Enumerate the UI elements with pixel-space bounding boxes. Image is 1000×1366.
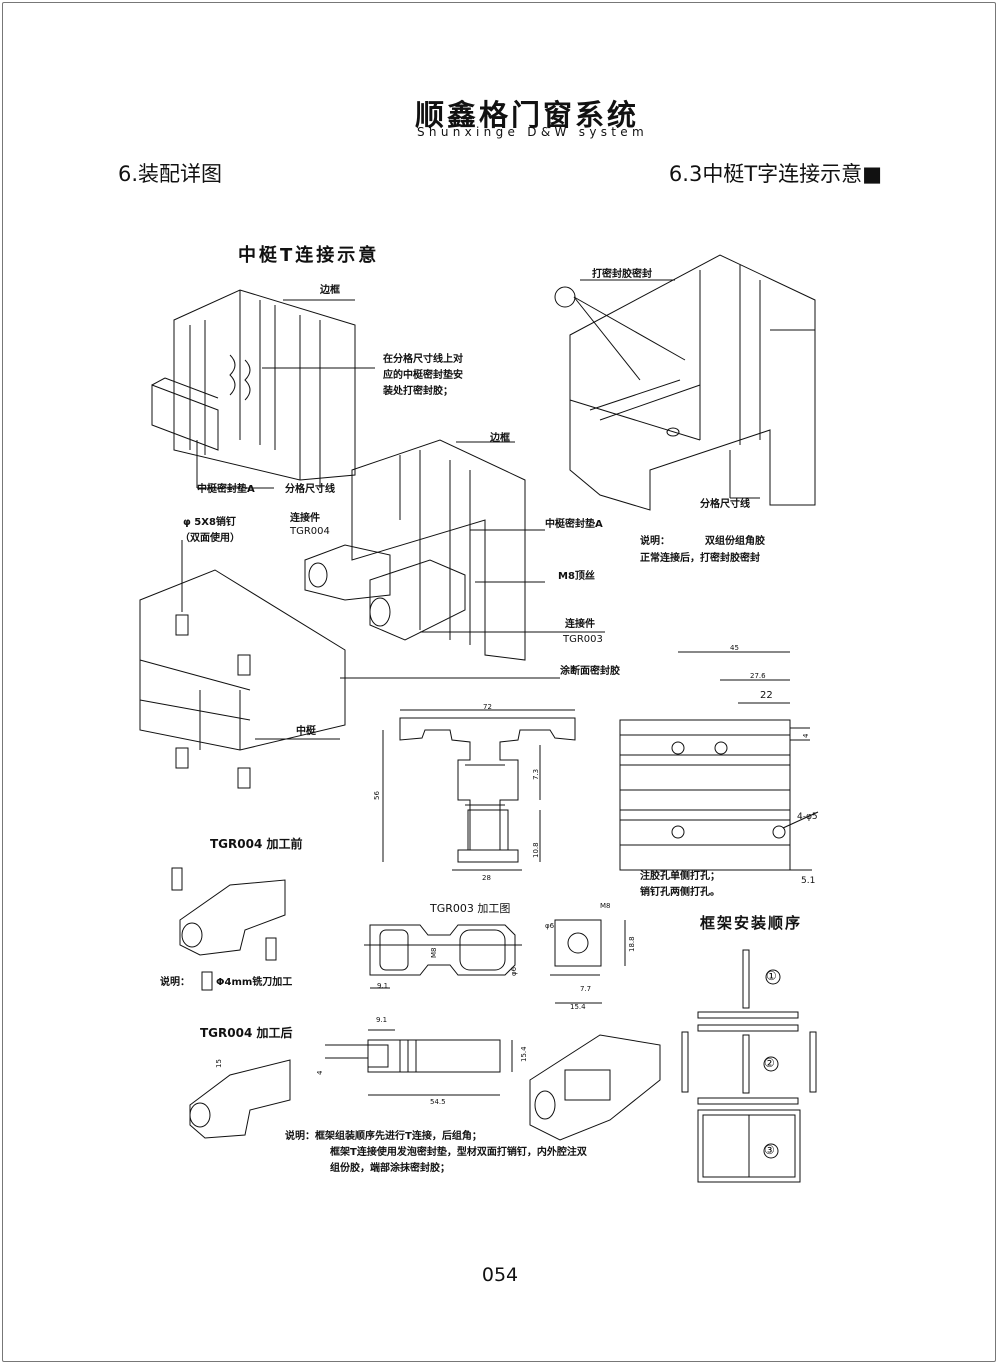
brand-subtitle: Shunxinge D&W system: [417, 125, 648, 139]
tgr004-after-iso-drawing: [189, 1059, 291, 1139]
milling-icon: [201, 971, 213, 991]
dim-m8b: M8: [600, 902, 611, 910]
label-seal-a-1: 中梃密封垫A: [197, 484, 255, 495]
sequence-title: 框架安装顺序: [700, 914, 803, 932]
label-seal-a-2: 中梃密封垫A: [545, 519, 603, 530]
label-milling-note-a: 说明：: [160, 977, 190, 988]
label-glue-top: 打密封胶密封: [592, 269, 652, 280]
frame-corner-drawing: [151, 289, 356, 481]
dim-4: 4: [802, 733, 810, 738]
dim-56: 56: [373, 791, 381, 800]
frame-connector-drawing: [304, 439, 526, 661]
label-connector-1: 连接件: [290, 513, 320, 524]
label-after-title: TGR004 加工后: [200, 1026, 293, 1040]
label-bian-kuang-1: 边框: [320, 285, 340, 296]
dim-4b: 4: [316, 1070, 324, 1075]
dim-22: 22: [760, 690, 773, 701]
label-note-glue-2: 正常连接后，打密封胶密封: [640, 553, 760, 564]
label-bottom-note-1: 说明：框架组装顺序先进行T连接，后组角；: [285, 1131, 482, 1142]
dim-15: 15: [215, 1059, 223, 1068]
label-screw-sub: （双面使用）: [180, 533, 240, 544]
dim-72: 72: [483, 703, 492, 711]
frame-sequence-drawing: [681, 949, 817, 1183]
dim-45: 45: [730, 644, 739, 652]
label-cut-seal: 涂断面密封胶: [560, 666, 620, 677]
mullion-drawing: [139, 569, 346, 789]
dim-545: 54.5: [430, 1098, 446, 1106]
label-zhong-ting: 中梃: [296, 726, 316, 737]
dim-91b: 9.1: [376, 1016, 388, 1024]
label-tgr003-title: TGR003 加工图: [430, 902, 511, 915]
tgr003-iso-drawing: [529, 1034, 661, 1141]
dim-phi6b: φ6: [510, 966, 518, 976]
dim-91: 9.1: [377, 982, 389, 990]
label-fen-ge-1: 分格尺寸线: [285, 484, 335, 495]
dim-phi6: φ6: [545, 922, 555, 930]
label-hole-note-2: 销钉孔两侧打孔。: [640, 887, 720, 898]
drawing-main-title: 中梃T连接示意: [238, 245, 380, 266]
dim-51: 5.1: [801, 876, 816, 886]
dim-m8: M8: [430, 947, 438, 959]
dim-77: 7.7: [580, 985, 592, 993]
dim-73: 7.3: [532, 768, 540, 780]
section-title-left: 6.装配详图: [118, 162, 223, 186]
label-bottom-note-3: 组份胶，端部涂抹密封胶；: [330, 1163, 450, 1174]
dim-154: 15.4: [570, 1003, 586, 1011]
brand-title: 顺鑫格门窗系统: [415, 98, 640, 132]
tgr004-before-drawing: [171, 867, 286, 961]
label-connector-1-code: TGR004: [290, 526, 330, 537]
tgr003-plan-drawing: [369, 919, 602, 976]
label-screw: φ 5X8销钉: [183, 517, 236, 528]
dim-28: 28: [482, 874, 491, 882]
mullion-section-drawing: [399, 717, 576, 863]
sequence-step-2: ②: [764, 1056, 775, 1070]
label-m8: M8顶丝: [558, 571, 595, 582]
label-bottom-note-2: 框架T连接使用发泡密封垫，型材双面打销钉，内外腔注双: [330, 1147, 587, 1158]
label-connector-2-code: TGR003: [563, 634, 603, 645]
sequence-step-3: ③: [764, 1143, 775, 1157]
dim-188: 18.8: [628, 936, 636, 952]
dim-108: 10.8: [532, 842, 540, 858]
label-connector-2: 连接件: [565, 619, 595, 630]
label-bian-kuang-2: 边框: [490, 433, 510, 444]
section-title-right: 6.3中梃T字连接示意■: [668, 162, 882, 186]
label-note-glue-1b: 双组份组角胶: [705, 536, 765, 547]
dim-154b: 15.4: [520, 1046, 528, 1062]
page-number: 054: [481, 1264, 519, 1286]
label-milling-note-b: Φ4mm铣刀加工: [216, 977, 293, 988]
label-fen-ge-2: 分格尺寸线: [700, 499, 750, 510]
label-note-glue-1: 说明：: [640, 536, 670, 547]
label-note-fill-1: 在分格尺寸线上对: [383, 354, 463, 365]
label-note-fill-3: 装处打密封胶；: [383, 386, 453, 397]
label-hole-note-1: 注胶孔单侧打孔；: [640, 871, 720, 882]
dim-276: 27.6: [750, 672, 766, 680]
sequence-step-1: ①: [766, 969, 777, 983]
label-before-title: TGR004 加工前: [210, 837, 303, 851]
drilling-plan-drawing: [619, 719, 791, 871]
label-note-fill-2: 应的中梃密封垫安: [383, 370, 463, 381]
frame-glue-drawing: [569, 254, 816, 511]
tgr004-after-plan-drawing: [367, 1039, 501, 1073]
dim-4phi5: 4-φ5: [797, 812, 818, 822]
